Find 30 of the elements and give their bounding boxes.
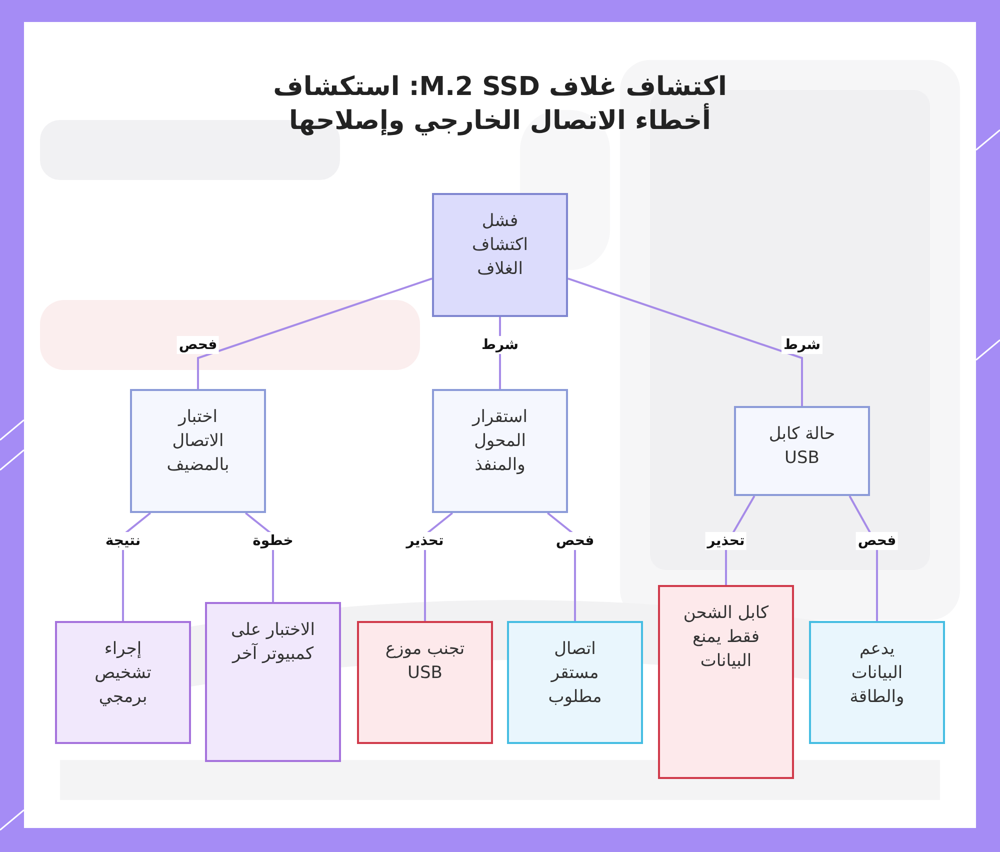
process-box bbox=[432, 389, 568, 513]
edge-label: فحص bbox=[554, 532, 596, 550]
edge-label: فحص bbox=[856, 532, 898, 550]
process-box bbox=[205, 602, 341, 762]
box-text: اختبار الاتصال بالمضيف bbox=[166, 406, 230, 477]
process-box bbox=[55, 621, 191, 744]
process-box bbox=[658, 585, 794, 779]
connector bbox=[568, 278, 803, 406]
edge-label: تحذير bbox=[705, 532, 747, 550]
box-text: الاختبار على كمبيوتر آخر bbox=[230, 619, 316, 666]
edge-label: شرط bbox=[781, 336, 823, 354]
connector bbox=[197, 278, 432, 389]
box-text: حالة كابل USB bbox=[768, 423, 836, 470]
process-box bbox=[357, 621, 493, 744]
edge-label: تحذير bbox=[404, 532, 446, 550]
process-box bbox=[507, 621, 643, 744]
edge-label: خطوة bbox=[250, 532, 296, 550]
box-text: يدعم البيانات والطاقة bbox=[848, 638, 906, 709]
edge-label: فحص bbox=[176, 336, 220, 354]
process-box bbox=[130, 389, 266, 513]
box-text: إجراء تشخيص برمجي bbox=[94, 638, 152, 709]
box-text: فشل اكتشاف الغلاف bbox=[471, 210, 529, 281]
process-box bbox=[809, 621, 945, 744]
box-text: استقرار المحول والمنفذ bbox=[470, 406, 528, 477]
title: اكتشاف غلاف M.2 SSD: استكشاف أخطاء الاتصال الخارجي وإصلاحها bbox=[272, 71, 728, 138]
box-text: اتصال مستقر مطلوب bbox=[547, 638, 603, 709]
process-box bbox=[432, 193, 568, 317]
process-box bbox=[734, 406, 870, 496]
box-text: تجنب موزع USB bbox=[384, 638, 466, 685]
box-text: كابل الشحن فقط يمنع البيانات bbox=[682, 602, 770, 673]
